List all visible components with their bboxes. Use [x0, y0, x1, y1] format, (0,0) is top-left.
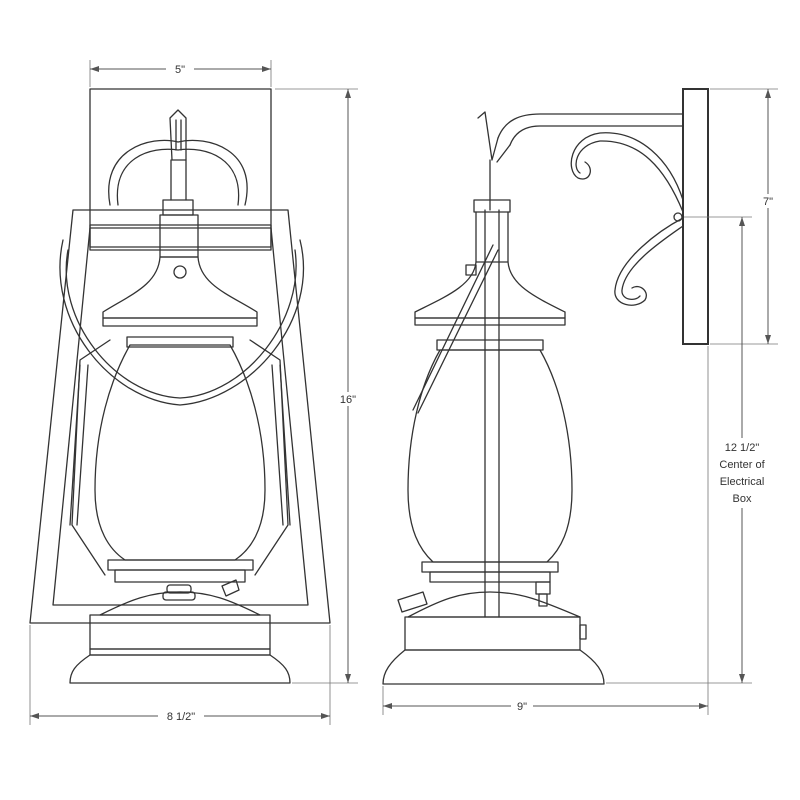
- front-cage-outer: [29, 209, 331, 624]
- front-bail-wire: [59, 239, 305, 406]
- label-7: 7": [763, 196, 773, 208]
- arrow-812-left: [30, 713, 39, 719]
- arrow-16-top: [345, 89, 351, 98]
- side-arm-bottom: [509, 125, 684, 146]
- side-wall-plate: [682, 88, 709, 345]
- front-bail-top-inner: [116, 148, 240, 206]
- label-box-bg: [712, 438, 772, 508]
- side-base-ring: [429, 571, 551, 583]
- label-812-bg: [158, 709, 204, 723]
- side-top-cap: [473, 199, 511, 213]
- label-16-bg: [335, 392, 361, 406]
- side-hook: [477, 111, 511, 163]
- side-scroll-lower: [614, 217, 684, 306]
- arrow-812-right: [321, 713, 330, 719]
- label-5: 5": [175, 64, 185, 76]
- label-box-line3: Electrical: [720, 476, 765, 488]
- front-top-cap: [162, 199, 194, 216]
- arrow-16-bottom: [345, 674, 351, 683]
- front-globe: [94, 344, 266, 561]
- front-fill-cap: [162, 591, 196, 601]
- front-cage-inner: [52, 227, 309, 606]
- arrow-5-left: [90, 66, 99, 72]
- side-scroll-upper: [570, 132, 684, 201]
- front-hook-slot: [175, 119, 182, 151]
- side-box-marker: [673, 212, 683, 222]
- label-box-line2: Center of: [719, 459, 765, 471]
- side-scroll-upper-inner: [575, 140, 684, 213]
- side-arm-top: [497, 113, 684, 139]
- arrow-5-right: [262, 66, 271, 72]
- front-right-rods: [249, 339, 289, 576]
- side-globe-base: [421, 561, 559, 573]
- side-tank-knob: [579, 624, 587, 640]
- dimension-lines: 5" 16" 8 1/2" 9" 7": [29, 60, 778, 725]
- front-bail-top: [108, 139, 248, 206]
- side-tank-foot: [382, 649, 605, 685]
- label-box-line1: 12 1/2": [725, 442, 760, 454]
- front-tank-band: [89, 614, 271, 650]
- label-9-bg: [511, 699, 533, 713]
- side-tank-top: [407, 591, 581, 618]
- arrow-7-top: [765, 89, 771, 98]
- label-812: 8 1/2": [167, 711, 195, 723]
- arrow-9-left: [383, 703, 392, 709]
- side-tank-band: [404, 616, 581, 651]
- arrow-box-top: [739, 217, 745, 226]
- front-wick-knob: [221, 579, 240, 597]
- label-box-line4: Box: [733, 493, 752, 505]
- label-5-bg: [166, 62, 194, 76]
- label-16: 16": [340, 394, 356, 406]
- side-lever: [412, 244, 499, 414]
- side-view: [382, 88, 709, 685]
- front-tank-lower: [89, 648, 271, 656]
- front-backplate-inner: [89, 224, 272, 251]
- label-9: 9": [517, 701, 527, 713]
- front-chimney-hole: [173, 265, 187, 279]
- front-tank-top: [99, 591, 261, 616]
- front-view: [29, 88, 331, 684]
- front-hook: [169, 109, 187, 161]
- front-tank-foot: [69, 654, 291, 684]
- side-chimney: [475, 211, 509, 263]
- side-fill-cap: [397, 591, 428, 613]
- front-backplate: [89, 88, 272, 248]
- side-globe-collar: [436, 339, 544, 351]
- front-chimney: [159, 214, 199, 258]
- front-fill-cap-top: [166, 584, 192, 594]
- arrow-9-right: [699, 703, 708, 709]
- front-globe-base: [107, 559, 254, 571]
- arrow-box-bottom: [739, 674, 745, 683]
- side-wick-knob: [535, 581, 551, 595]
- label-7-bg: [758, 194, 778, 208]
- arrow-7-bottom: [765, 335, 771, 344]
- side-hood: [414, 261, 566, 319]
- front-left-rods: [71, 339, 111, 576]
- front-globe-collar: [126, 336, 234, 348]
- side-scroll-lower-inner: [621, 225, 684, 301]
- side-hood-rim: [414, 317, 566, 326]
- front-stem: [170, 159, 187, 201]
- front-hood-rim: [102, 317, 258, 327]
- side-wick-stem: [538, 593, 548, 607]
- front-bail-wire-inner: [65, 249, 297, 399]
- front-base-ring: [114, 569, 246, 583]
